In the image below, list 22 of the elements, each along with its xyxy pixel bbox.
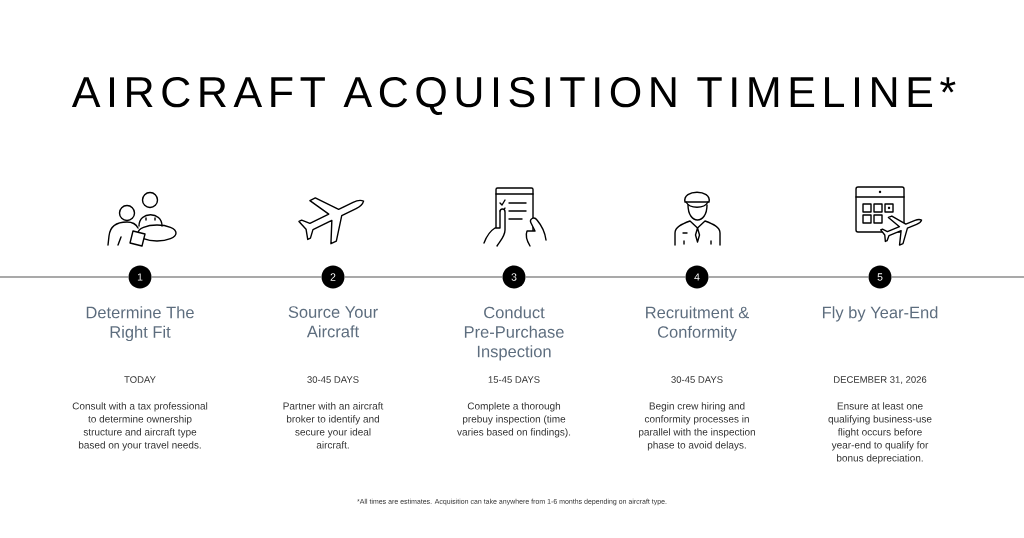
timeline-line	[891, 276, 1024, 278]
step-heading: Determine The Right Fit	[86, 306, 194, 342]
timeline-line	[0, 276, 129, 278]
step-description: Consult with a tax professional to determine ownership structure and aircraft type based on your travel needs.	[72, 402, 208, 451]
step-heading: Conduct Pre-Purchase Inspection	[464, 306, 564, 361]
date-label: 15-45 DAYS	[488, 376, 540, 383]
step-description: Begin crew hiring and conformity processes in parallel with the inspection phase to avoid delays.	[639, 402, 755, 451]
date-label: 30-45 DAYS	[671, 376, 723, 383]
date-label: 30-45 DAYS	[307, 376, 359, 383]
timeline-line	[525, 276, 686, 278]
step-heading: Fly by Year-End	[822, 306, 938, 322]
timeline-line	[151, 276, 322, 278]
timeline-line	[344, 276, 503, 278]
step-description: Complete a thorough prebuy inspection (time varies based on findings).	[457, 402, 571, 438]
title: AIRCRAFT ACQUISITION TIMELINE*	[71, 76, 956, 116]
date-label: TODAY	[124, 376, 156, 383]
date-label: DECEMBER 31, 2026	[834, 376, 927, 385]
step-description: Ensure at least one qualifying business-use flight occurs before year-end to qualify for bonus depreciation.	[828, 402, 932, 464]
step-heading: Source Your Aircraft	[288, 306, 378, 338]
timeline-line	[708, 276, 869, 278]
step-heading: Recruitment & Conformity	[646, 306, 749, 342]
step-description: Partner with an aircraft broker to identify and secure your ideal aircraft.	[283, 402, 384, 449]
